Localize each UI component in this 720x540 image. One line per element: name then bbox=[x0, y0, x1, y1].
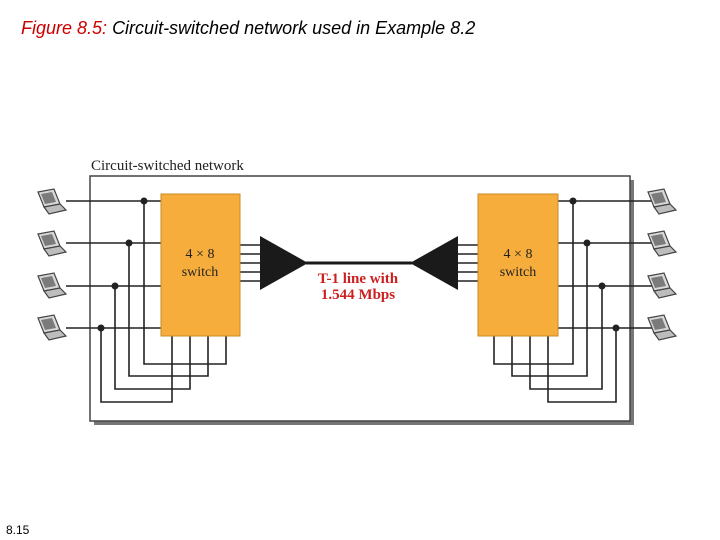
mux-input-lines bbox=[240, 244, 478, 282]
right-wiring bbox=[493, 200, 655, 403]
laptop-icon bbox=[37, 314, 67, 341]
left-switch-size: 4 × 8 bbox=[186, 247, 215, 262]
left-junctions bbox=[97, 197, 148, 332]
figure-number: Figure 8.5: bbox=[21, 18, 108, 38]
laptop-icon bbox=[37, 230, 67, 257]
right-switch bbox=[477, 193, 559, 337]
laptop-icon bbox=[647, 272, 677, 299]
right-switch-label: switch bbox=[500, 265, 537, 280]
left-switch bbox=[160, 193, 241, 337]
right-multiplexer bbox=[410, 236, 458, 290]
left-switch-label: switch bbox=[182, 265, 219, 280]
right-junctions bbox=[569, 197, 620, 332]
laptop-icon bbox=[647, 314, 677, 341]
left-multiplexer bbox=[260, 236, 308, 290]
figure-caption: Circuit-switched network used in Example… bbox=[112, 18, 476, 38]
slide-number: 8.15 bbox=[6, 523, 30, 537]
trunk-label-line2: 1.544 Mbps bbox=[321, 287, 395, 303]
laptop-icon bbox=[37, 272, 67, 299]
left-wiring bbox=[66, 200, 227, 403]
laptop-icon bbox=[37, 188, 67, 215]
network-label: Circuit-switched network bbox=[91, 158, 244, 174]
laptop-icon bbox=[647, 230, 677, 257]
slide-title: Figure 8.5: Circuit-switched network use… bbox=[21, 18, 475, 39]
laptop-icon bbox=[647, 188, 677, 215]
trunk-label-line1: T-1 line with bbox=[318, 271, 399, 287]
right-switch-size: 4 × 8 bbox=[504, 247, 533, 262]
